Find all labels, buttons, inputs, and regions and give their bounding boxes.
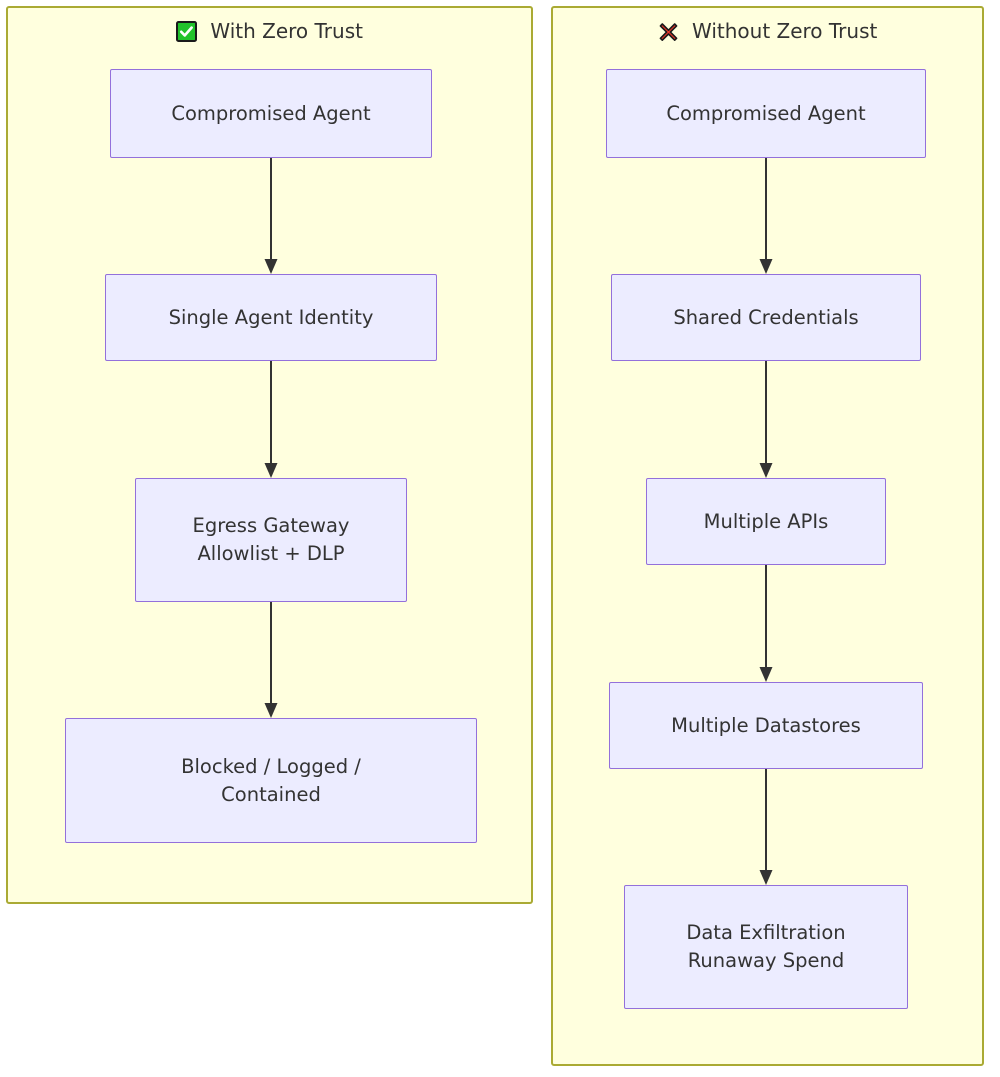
white-check-mark-icon [176, 21, 198, 48]
node-blocked-logged-contained[interactable]: Blocked / Logged / Contained [65, 718, 477, 843]
node-label: Compromised Agent [666, 101, 866, 125]
subgraph-title-label-right: Without Zero Trust [692, 19, 878, 43]
node-label: Egress Gateway Allowlist + DLP [192, 514, 350, 565]
node-compromised-agent-left[interactable]: Compromised Agent [110, 69, 432, 158]
subgraph-title-label-left: With Zero Trust [210, 19, 363, 43]
node-single-agent-identity[interactable]: Single Agent Identity [105, 274, 437, 361]
node-compromised-agent-right[interactable]: Compromised Agent [606, 69, 926, 158]
node-label: Multiple APIs [703, 509, 829, 533]
node-multiple-datastores[interactable]: Multiple Datastores [609, 682, 923, 769]
node-data-exfiltration[interactable]: Data Exfiltration Runaway Spend [624, 885, 908, 1009]
node-label: Shared Credentials [673, 305, 859, 329]
subgraph-title-with-zero-trust: With Zero Trust [8, 18, 531, 48]
node-label: Data Exfiltration Runaway Spend [686, 921, 846, 972]
node-label: Compromised Agent [171, 101, 371, 125]
node-shared-credentials[interactable]: Shared Credentials [611, 274, 921, 361]
subgraph-title-without-zero-trust: Without Zero Trust [553, 18, 982, 48]
cross-mark-icon [658, 21, 679, 48]
node-label: Multiple Datastores [671, 713, 861, 737]
node-label: Single Agent Identity [168, 305, 374, 329]
node-egress-gateway[interactable]: Egress Gateway Allowlist + DLP [135, 478, 407, 602]
node-multiple-apis[interactable]: Multiple APIs [646, 478, 886, 565]
node-label: Blocked / Logged / Contained [181, 754, 361, 806]
